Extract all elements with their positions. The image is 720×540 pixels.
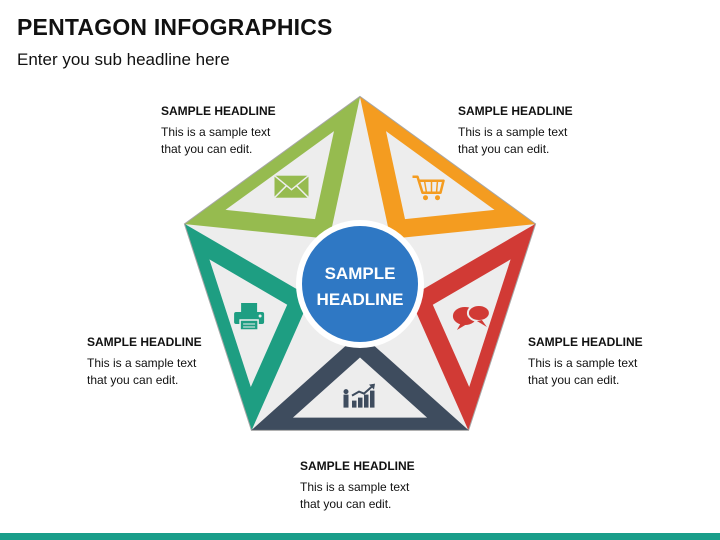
segment-frame xyxy=(185,97,360,239)
printer-icon xyxy=(234,303,265,331)
callout-headline: SAMPLE HEADLINE xyxy=(300,459,415,473)
callout-right: SAMPLE HEADLINE This is a sample text th… xyxy=(528,335,698,389)
callout-text: This is a sample text that you can edit. xyxy=(161,125,271,156)
callout-bottom: SAMPLE HEADLINE This is a sample text th… xyxy=(300,459,470,513)
center-title-line2: HEADLINE xyxy=(317,290,404,309)
page-title: PENTAGON INFOGRAPHICS xyxy=(17,14,333,40)
segment-frame xyxy=(360,97,535,239)
center-circle xyxy=(302,226,418,342)
callout-headline: SAMPLE HEADLINE xyxy=(87,335,202,349)
callout-text: This is a sample text that you can edit. xyxy=(458,125,568,156)
segment-frame xyxy=(251,333,469,430)
callout-headline: SAMPLE HEADLINE xyxy=(161,104,276,118)
segment-frame xyxy=(185,224,311,430)
callout-text: This is a sample text that you can edit. xyxy=(87,356,197,387)
chat-bubbles-icon xyxy=(452,304,491,330)
callout-headline: SAMPLE HEADLINE xyxy=(528,335,643,349)
callout-headline: SAMPLE HEADLINE xyxy=(458,104,573,118)
center-title-line1: SAMPLE xyxy=(325,264,396,283)
envelope-icon xyxy=(273,175,310,199)
callout-text: This is a sample text that you can edit. xyxy=(300,480,410,511)
shopping-cart-icon xyxy=(412,175,445,201)
callout-top-left: SAMPLE HEADLINE This is a sample text th… xyxy=(161,104,331,158)
callout-left: SAMPLE HEADLINE This is a sample text th… xyxy=(87,335,257,389)
footer-bar xyxy=(0,533,720,540)
callout-top-right: SAMPLE HEADLINE This is a sample text th… xyxy=(458,104,628,158)
page-subtitle: Enter you sub headline here xyxy=(17,50,230,69)
growth-chart-icon xyxy=(343,383,375,408)
segment-frame xyxy=(409,224,535,430)
callout-text: This is a sample text that you can edit. xyxy=(528,356,638,387)
